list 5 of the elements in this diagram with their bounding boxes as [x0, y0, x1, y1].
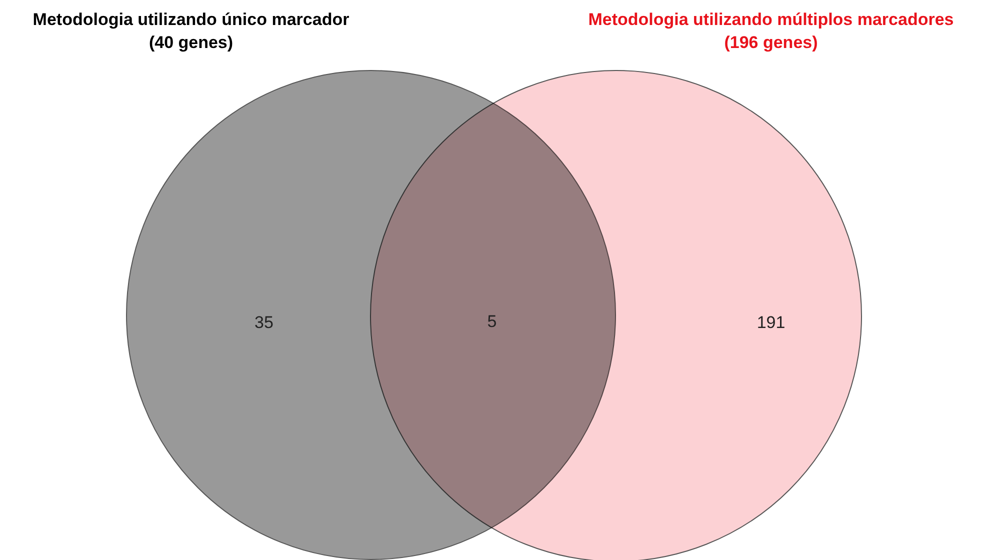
set-count: 35 — [254, 313, 274, 333]
set-count: 191 — [756, 313, 786, 333]
intersection-count: 5 — [487, 312, 497, 332]
set-title: Metodologia utilizando múltiplos marcadores (196 genes) — [587, 9, 955, 54]
set-title: Metodologia utilizando único marcador (40 genes) — [32, 9, 350, 54]
